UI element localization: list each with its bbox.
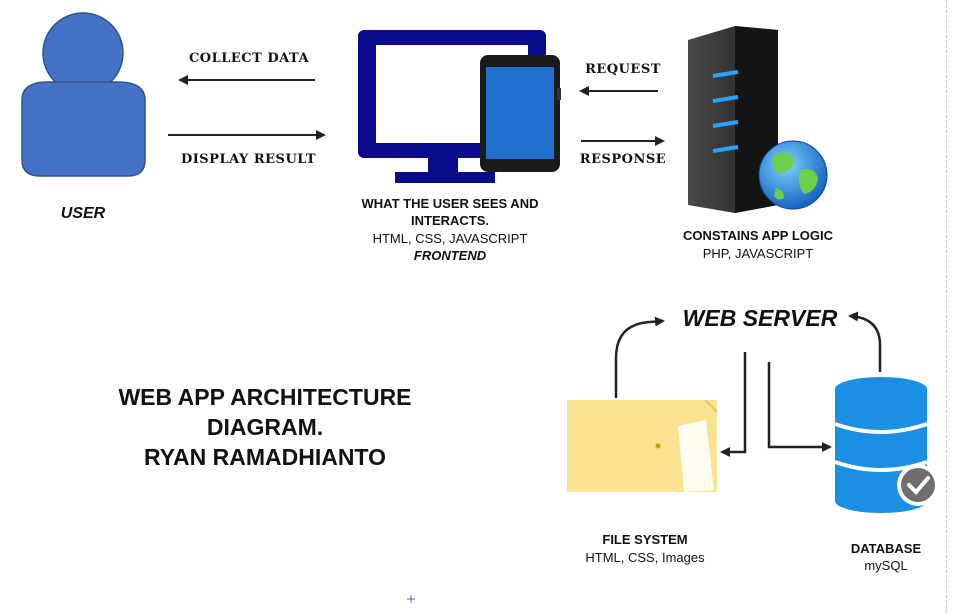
globe-icon — [758, 140, 828, 210]
webserver-to-filesystem-arrow — [720, 352, 747, 457]
user-icon — [21, 12, 146, 177]
diagram-title-line1: WEB APP ARCHITECTURE — [118, 384, 412, 410]
web-server-label: WEB SERVER — [682, 305, 838, 331]
tablet-icon — [480, 55, 561, 172]
file-system-label: FILE SYSTEM — [602, 532, 688, 547]
file-system-tech: HTML, CSS, Images — [585, 550, 705, 565]
response-label: RESPONSE — [579, 152, 667, 167]
collect-data-label: COLLECT DATA — [188, 51, 310, 66]
frontend-description-line2: INTERACTS. — [411, 213, 489, 228]
filesystem-to-webserver-arrow — [614, 316, 665, 398]
frontend-description-line1: WHAT THE USER SEES AND — [361, 196, 539, 211]
crosshair-icon — [407, 595, 415, 603]
diagram-title-line3: RYAN RAMADHIANTO — [144, 444, 386, 470]
database-to-webserver-arrow — [848, 311, 882, 372]
webserver-to-database-arrow — [767, 362, 832, 452]
database-tech: mySQL — [864, 558, 908, 573]
request-label: REQUEST — [585, 62, 661, 77]
user-label: USER — [60, 205, 106, 222]
check-badge-icon — [897, 464, 939, 506]
folder-icon — [567, 399, 718, 492]
page-edge-guide — [946, 0, 947, 613]
server-tech: PHP, JAVASCRIPT — [702, 246, 814, 261]
server-label: CONSTAINS APP LOGIC — [683, 228, 833, 243]
database-label: DATABASE — [850, 541, 922, 556]
display-result-label: DISPLAY RESULT — [180, 152, 317, 167]
frontend-tag: FRONTEND — [413, 248, 487, 263]
server-led-lights — [712, 70, 739, 153]
frontend-tech: HTML, CSS, JAVASCRIPT — [372, 231, 528, 246]
diagram-title-line2: DIAGRAM. — [206, 414, 324, 440]
